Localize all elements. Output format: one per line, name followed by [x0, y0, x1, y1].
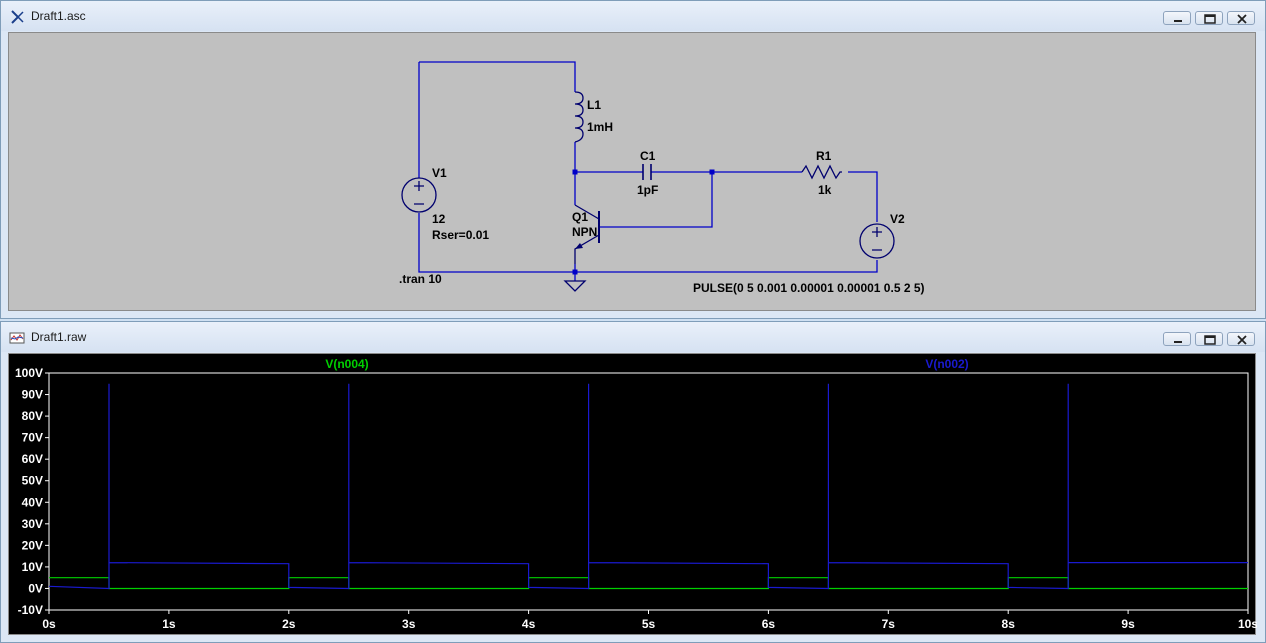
- y-tick-label: -10V: [18, 603, 43, 617]
- minimize-icon: [1174, 20, 1182, 22]
- y-tick-label: 40V: [22, 495, 43, 509]
- x-tick-label: 1s: [162, 617, 176, 631]
- x-tick-label: 2s: [282, 617, 296, 631]
- waveform-titlebar[interactable]: Draft1.raw: [1, 322, 1265, 352]
- x-tick-label: 8s: [1002, 617, 1016, 631]
- minimize-icon: [1174, 341, 1182, 343]
- schematic-canvas[interactable]: L1 1mH C1 1pF R1 1k V1 12 Rser=0.0: [8, 32, 1256, 311]
- waveform-window[interactable]: Draft1.raw V(n004) V(n002) 100V 90V 80V 70V…: [0, 321, 1266, 643]
- y-tick-label: 80V: [22, 409, 43, 423]
- minimize-button[interactable]: [1163, 11, 1191, 25]
- restore-icon: [1204, 14, 1216, 24]
- q1-name: Q1: [572, 210, 588, 224]
- x-tick-label: 4s: [522, 617, 536, 631]
- schematic-window-title: Draft1.asc: [31, 9, 86, 23]
- x-tick-label: 0s: [42, 617, 56, 631]
- l1-name: L1: [587, 98, 601, 112]
- schematic-titlebar[interactable]: Draft1.asc: [1, 1, 1265, 31]
- y-tick-label: 30V: [22, 517, 43, 531]
- ltspice-schematic-icon: [11, 10, 24, 24]
- r1-name: R1: [816, 149, 832, 163]
- close-icon: [1237, 14, 1247, 24]
- waveform-window-title: Draft1.raw: [31, 330, 87, 344]
- x-tick-label: 5s: [642, 617, 656, 631]
- y-tick-label: 10V: [22, 560, 43, 574]
- y-tick-label: 60V: [22, 452, 43, 466]
- schematic-drawing[interactable]: L1 1mH C1 1pF R1 1k V1 12 Rser=0.0: [9, 33, 1257, 313]
- x-tick-label: 10s: [1238, 617, 1257, 631]
- close-icon: [1237, 335, 1247, 345]
- schematic-window[interactable]: Draft1.asc: [0, 0, 1266, 319]
- y-tick-label: 70V: [22, 431, 43, 445]
- inductor-l1[interactable]: L1 1mH: [574, 91, 613, 143]
- x-tick-label: 9s: [1121, 617, 1135, 631]
- v1-name: V1: [432, 166, 447, 180]
- close-button[interactable]: [1227, 11, 1255, 25]
- y-axis-ticks: 100V 90V 80V 70V 60V 50V 40V 30V 20V 10V 0V -10V: [15, 366, 49, 617]
- wires: [418, 61, 878, 281]
- restore-button[interactable]: [1195, 332, 1223, 346]
- y-tick-label: 100V: [15, 366, 43, 380]
- v2-name: V2: [890, 212, 905, 226]
- restore-icon: [1204, 335, 1216, 345]
- v2-pulse: PULSE(0 5 0.001 0.00001 0.00001 0.5 2 5): [693, 281, 925, 295]
- voltage-source-v1[interactable]: V1 12 Rser=0.01: [401, 166, 489, 242]
- trace-line-n002[interactable]: [48, 383, 1248, 590]
- ground-symbol: [563, 280, 587, 292]
- minimize-button[interactable]: [1163, 332, 1191, 346]
- x-tick-label: 6s: [762, 617, 776, 631]
- y-tick-label: 90V: [22, 388, 43, 402]
- x-axis-ticks: 0s 1s 2s 3s 4s 5s 6s 7s 8s 9s 10s: [42, 610, 1258, 631]
- x-tick-label: 7s: [882, 617, 896, 631]
- y-tick-label: 0V: [28, 581, 43, 595]
- traces: [48, 383, 1248, 590]
- trace-label-n002[interactable]: V(n002): [925, 357, 968, 371]
- x-tick-label: 3s: [402, 617, 416, 631]
- v1-value: 12: [432, 212, 446, 226]
- c1-value: 1pF: [637, 183, 658, 197]
- voltage-source-v2[interactable]: V2 PULSE(0 5 0.001 0.00001 0.00001 0.5 2…: [693, 212, 925, 295]
- r1-value: 1k: [818, 183, 832, 197]
- y-tick-label: 20V: [22, 538, 43, 552]
- resistor-r1[interactable]: R1 1k: [801, 149, 842, 197]
- waveform-plot[interactable]: V(n004) V(n002) 100V 90V 80V 70V 60V 50V 40V 30…: [9, 354, 1258, 636]
- tran-directive[interactable]: .tran 10: [399, 272, 442, 286]
- v1-rser: Rser=0.01: [432, 228, 489, 242]
- l1-value: 1mH: [587, 120, 613, 134]
- junctions: [572, 169, 715, 275]
- restore-button[interactable]: [1195, 11, 1223, 25]
- capacitor-c1[interactable]: C1 1pF: [637, 149, 658, 197]
- c1-name: C1: [640, 149, 656, 163]
- q1-model: NPN: [572, 225, 597, 239]
- y-tick-label: 50V: [22, 474, 43, 488]
- waveform-plot-pane[interactable]: V(n004) V(n002) 100V 90V 80V 70V 60V 50V 40V 30…: [8, 353, 1258, 636]
- waveform-icon: [9, 332, 25, 344]
- trace-label-n004[interactable]: V(n004): [325, 357, 368, 371]
- close-button[interactable]: [1227, 332, 1255, 346]
- transistor-q1[interactable]: Q1 NPN: [572, 204, 600, 264]
